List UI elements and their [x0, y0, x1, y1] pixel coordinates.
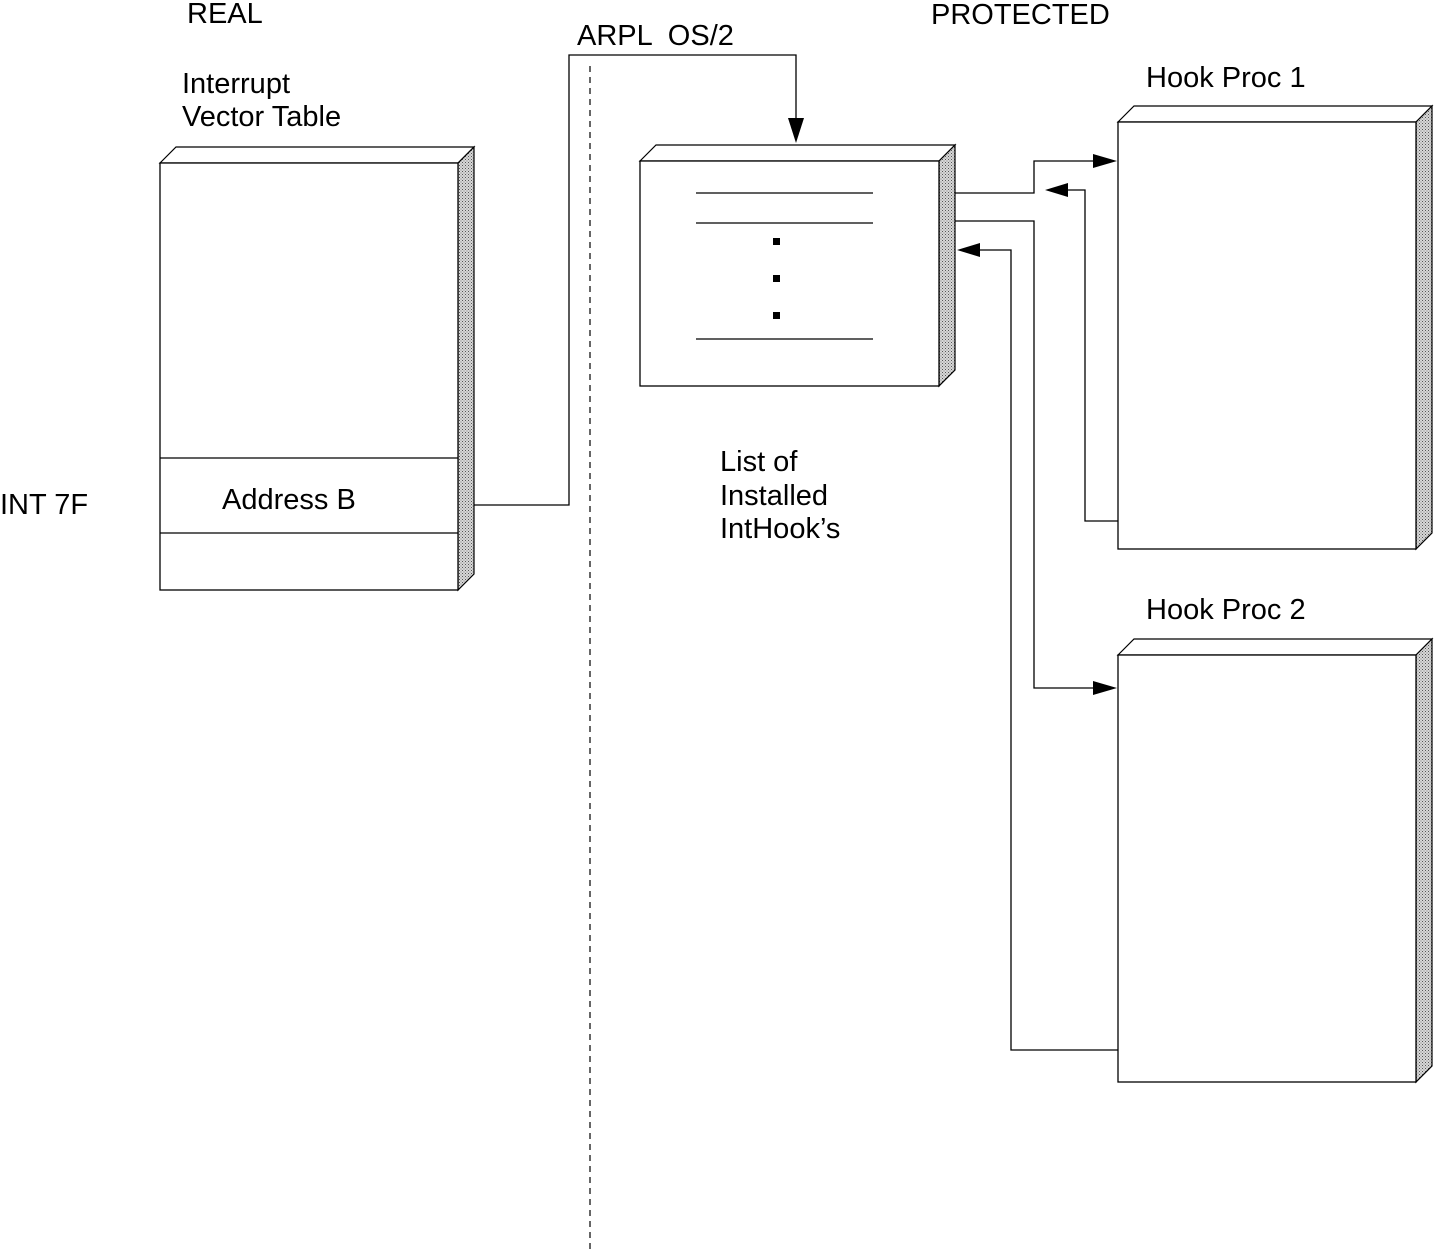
hook-proc-1-label: Hook Proc 1	[1146, 62, 1306, 94]
arrowhead-into-hook2	[1093, 681, 1117, 695]
connector-addressb-to-list	[474, 54, 797, 506]
arrowhead-into-hook1	[1093, 154, 1117, 168]
arrowhead-hook1-return	[1045, 183, 1068, 197]
protected-mode-label: PROTECTED	[931, 0, 1110, 31]
arrowhead-into-list	[788, 118, 804, 143]
list-caption-line1: List of	[720, 446, 798, 478]
hook-proc-1-box	[1116, 104, 1434, 551]
connector-hook2-return	[978, 249, 1118, 1051]
ellipsis-dot-3	[773, 312, 780, 319]
ivt-title-line2: Vector Table	[182, 101, 341, 133]
ellipsis-dot-1	[773, 238, 780, 245]
arrowhead-into-list-return	[957, 243, 980, 257]
ellipsis-dot-2	[773, 275, 780, 282]
real-mode-label: REAL	[187, 0, 263, 30]
list-caption-line2: Installed	[720, 480, 828, 512]
arpl-os2-label: ARPL OS/2	[577, 20, 734, 52]
list-caption-line3: IntHook’s	[720, 513, 840, 545]
connector-list-to-hook1	[955, 160, 1095, 194]
address-b-cell: Address B	[222, 484, 356, 516]
inthook-list-box	[638, 143, 957, 388]
ivt-title-line1: Interrupt	[182, 68, 290, 100]
int-7f-label: INT 7F	[0, 489, 88, 521]
hook-proc-2-label: Hook Proc 2	[1146, 594, 1306, 626]
interrupt-vector-table-box	[158, 145, 476, 592]
hook-proc-2-box	[1116, 637, 1434, 1084]
connector-hook1-return	[1066, 189, 1118, 522]
connector-list-to-hook2	[955, 220, 1095, 689]
